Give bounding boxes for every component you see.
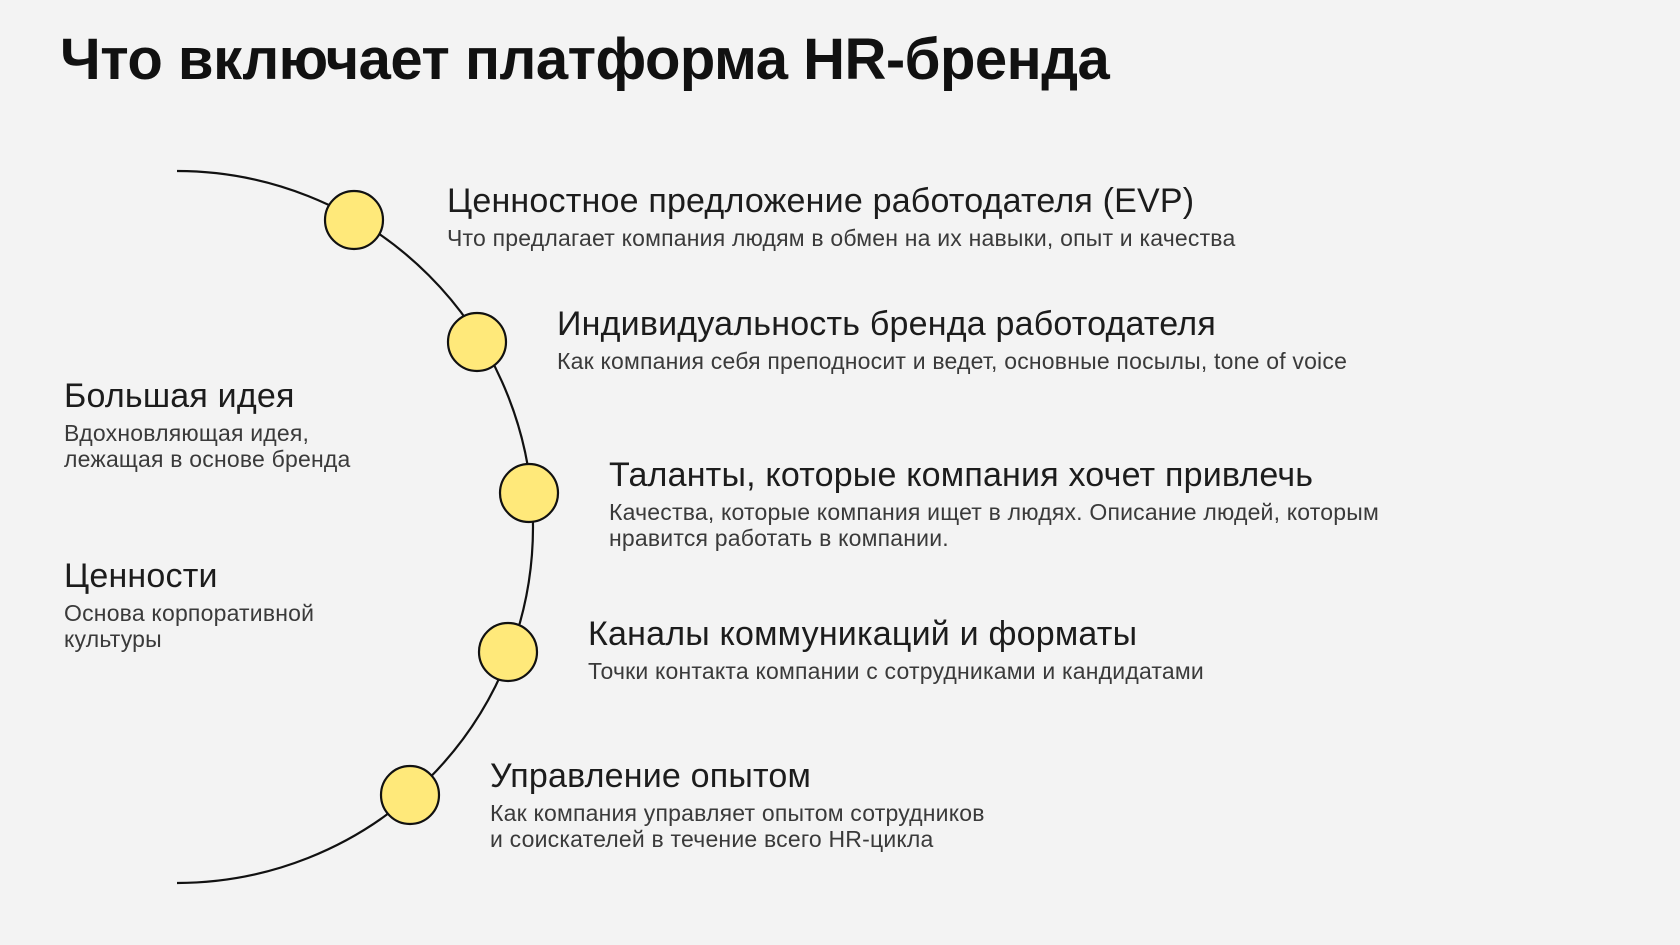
experience-management-title: Управление опытом	[490, 757, 812, 795]
arc-node-5	[379, 764, 441, 826]
channels-block: Каналы коммуникаций и форматы Точки конт…	[588, 614, 1204, 684]
channels-description: Точки контакта компании с сотрудниками и…	[588, 658, 1204, 684]
brand-identity-description: Как компания себя преподносит и ведет, о…	[557, 348, 1348, 374]
arc-node-2	[446, 311, 508, 373]
arc-node-4	[477, 621, 539, 683]
values-description: Основа корпоративной культуры	[64, 600, 315, 652]
arc-node-1	[323, 189, 385, 251]
values-block: Ценности Основа корпоративной культуры	[64, 556, 314, 652]
arc-line	[176, 169, 535, 885]
target-talent-description: Качества, которые компания ищет в людях.…	[609, 499, 1379, 551]
big-idea-description: Вдохновляющая идея, лежащая в основе бре…	[64, 420, 351, 472]
brand-identity-block: Индивидуальность бренда работодателя Как…	[557, 304, 1347, 374]
brand-identity-title: Индивидуальность бренда работодателя	[557, 305, 1216, 343]
experience-management-description: Как компания управляет опытом сотруднико…	[490, 800, 985, 852]
arc-node-3	[498, 462, 560, 524]
evp-description: Что предлагает компания людям в обмен на…	[447, 225, 1236, 251]
experience-management-block: Управление опытом Как компания управляет…	[490, 756, 985, 852]
big-idea-title: Большая идея	[64, 377, 295, 415]
target-talent-block: Таланты, которые компания хочет привлечь…	[609, 455, 1379, 551]
evp-title: Ценностное предложение работодателя (EVP…	[447, 182, 1195, 220]
channels-title: Каналы коммуникаций и форматы	[588, 615, 1138, 653]
values-title: Ценности	[64, 557, 218, 595]
page-title: Что включает платформа HR-бренда	[60, 27, 1110, 92]
evp-block: Ценностное предложение работодателя (EVP…	[447, 181, 1235, 251]
big-idea-block: Большая идея Вдохновляющая идея, лежащая…	[64, 376, 351, 472]
target-talent-title: Таланты, которые компания хочет привлечь	[609, 456, 1314, 494]
